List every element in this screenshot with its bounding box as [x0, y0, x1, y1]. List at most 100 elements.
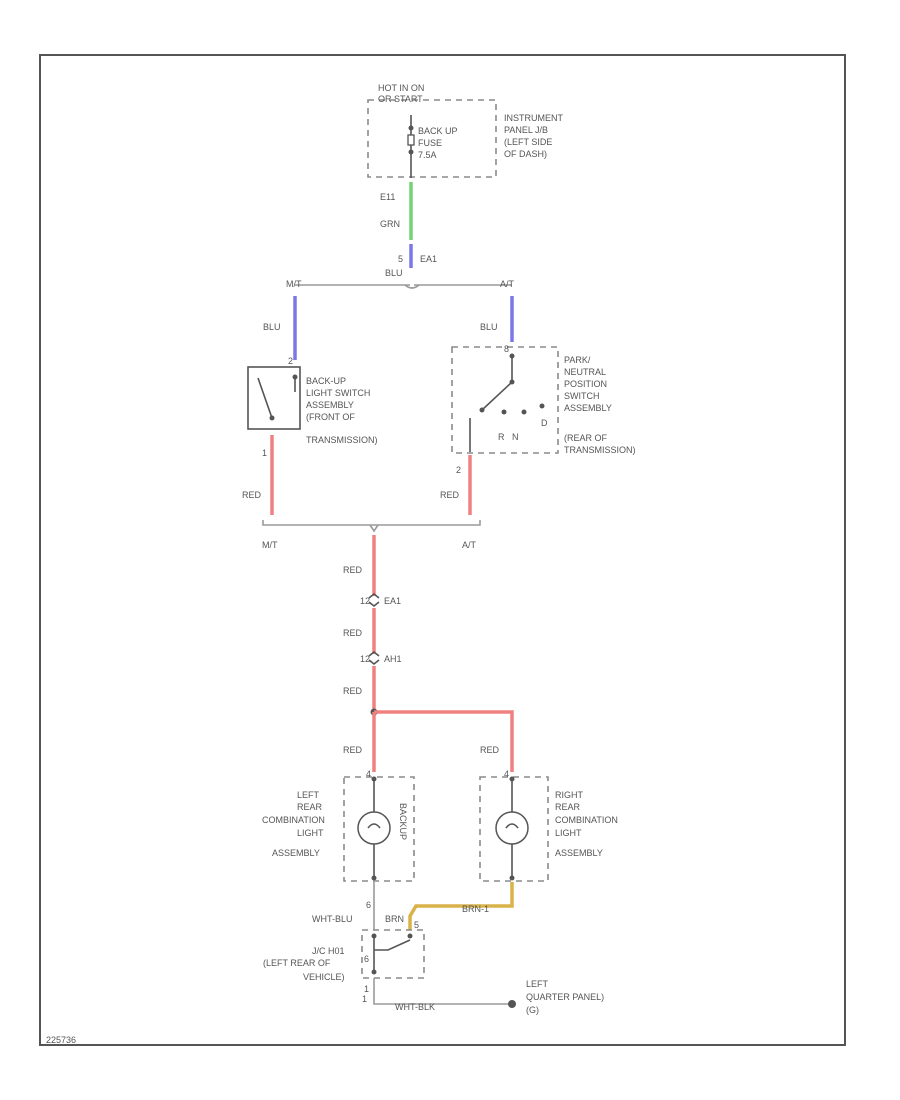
wire-red-main-1-label: RED	[343, 565, 363, 575]
connector-ah1-label: AH1	[384, 654, 402, 664]
wire-blue-mt-label: BLU	[263, 322, 281, 332]
pnp-pin-top: 8	[504, 344, 509, 354]
joint-pin-a: 6	[364, 954, 369, 964]
backup-switch-label-2: LIGHT SWITCH	[306, 388, 370, 398]
right-lamp-wire-label: RED	[480, 745, 500, 755]
fuse-terminal-top	[408, 125, 414, 131]
wire-red-mt-label: RED	[242, 490, 262, 500]
fuse-terminal-bottom	[408, 149, 414, 155]
diagram-code: 225736	[46, 1035, 76, 1045]
backup-switch-label-3: ASSEMBLY	[306, 400, 354, 410]
pnp-label-6: (REAR OF	[564, 433, 608, 443]
park-neutral-switch: 8 R N D PARK/ NEUTRAL POSITION SWITCH AS…	[451, 344, 636, 475]
joint-terminal-b	[407, 933, 413, 939]
joint-terminal-out	[371, 969, 377, 975]
left-lamp-outline	[343, 776, 415, 882]
fuse-location-1: INSTRUMENT	[504, 113, 563, 123]
pnp-label-2: NEUTRAL	[564, 367, 606, 377]
ground-label-1: LEFT	[526, 979, 549, 989]
pnp-pin-bottom: 2	[456, 465, 461, 475]
left-lamp-pin-top: 4	[366, 769, 371, 779]
wire-brown	[408, 882, 514, 930]
connector-ea1-label: EA1	[384, 596, 401, 606]
right-lamp-label-1: RIGHT	[555, 790, 584, 800]
fuse-title-1: HOT IN ON	[378, 83, 424, 93]
left-lamp-label-5: ASSEMBLY	[272, 848, 320, 858]
merge-mt-label: M/T	[262, 540, 278, 550]
ground-point-icon	[508, 1000, 516, 1008]
connector-ea1-symbol	[368, 592, 380, 608]
fuse-block: HOT IN ON OR START BACK UP FUSE 7.5A INS…	[367, 83, 563, 178]
backup-switch-pin-bottom: 1	[262, 448, 267, 458]
connector-ea1-pin: 12	[360, 596, 370, 606]
wire-red-main-2-label: RED	[343, 628, 363, 638]
right-lamp-pin-top: 4	[504, 769, 509, 779]
wire-brown-label: BRN-1	[462, 904, 489, 914]
pnp-contact-2	[501, 409, 507, 415]
pnp-label-1: PARK/	[564, 355, 591, 365]
fuse-name-1: BACK UP	[418, 126, 458, 136]
connector-ea1-top-label: EA1	[420, 254, 437, 264]
wire-red-main-3-label: RED	[343, 686, 363, 696]
pnp-contact-1	[479, 407, 485, 413]
ground-label-3: (G)	[526, 1005, 539, 1015]
merge-at-label: A/T	[462, 540, 477, 550]
wire-brown-pin: 5	[414, 920, 419, 930]
pnp-label-3: POSITION	[564, 379, 607, 389]
joint-connector: 6 1 J/C H01 (LEFT REAR OF VEHICLE)	[263, 929, 425, 994]
backup-switch-label-4: (FRONT OF	[306, 412, 355, 422]
pnp-contact	[481, 381, 513, 411]
left-lamp-side-label: BACKUP	[398, 803, 408, 840]
junction-wire-label: BLU	[385, 268, 403, 278]
wire-blue-at-label: BLU	[480, 322, 498, 332]
pnp-contact-4	[539, 403, 545, 409]
left-rear-combination-light: 4 BACKUP LEFT REAR COMBINATION LIGHT ASS…	[262, 769, 415, 910]
right-lamp-label-4: LIGHT	[555, 828, 582, 838]
pnp-pos-d: D	[541, 418, 548, 428]
ground-label-2: QUARTER PANEL)	[526, 992, 604, 1002]
left-bulb-filament	[367, 823, 381, 829]
right-lamp-label-2: REAR	[555, 802, 581, 812]
connector-ah1-symbol	[368, 650, 380, 666]
right-lamp-label-3: COMBINATION	[555, 815, 618, 825]
fuse-block-outline	[367, 99, 497, 178]
backup-switch-pin-top: 2	[288, 356, 293, 366]
connector-e11-label: E11	[380, 192, 395, 202]
pnp-label-5: ASSEMBLY	[564, 403, 612, 413]
left-lamp-pin-bottom: 6	[366, 900, 371, 910]
wire-red-to-right-lamp	[374, 710, 514, 772]
backup-light-switch: 2 BACK-UP LIGHT SWITCH ASSEMBLY (FRONT O…	[247, 356, 378, 458]
ground-pin-label: 1	[362, 994, 367, 1004]
right-bulb-filament	[505, 823, 519, 829]
pnp-switch-outline	[451, 346, 559, 454]
left-lamp-label-4: LIGHT	[297, 828, 324, 838]
pnp-pos-n: N	[512, 432, 519, 442]
merge-bracket	[262, 520, 481, 526]
fuse-name-2: FUSE	[418, 138, 442, 148]
pnp-label-7: TRANSMISSION)	[564, 445, 636, 455]
fuse-location-3: (LEFT SIDE	[504, 137, 552, 147]
left-lamp-label-1: LEFT	[297, 790, 320, 800]
joint-label-2: (LEFT REAR OF	[263, 958, 331, 968]
left-lamp-wire-label: RED	[343, 745, 363, 755]
right-rear-combination-light: 4 RIGHT REAR COMBINATION LIGHT ASSEMBLY	[479, 769, 618, 882]
left-lamp-terminal-bottom	[371, 875, 377, 881]
split-at-label: A/T	[500, 279, 515, 289]
pnp-pos-r: R	[498, 432, 505, 442]
right-lamp-label-5: ASSEMBLY	[555, 848, 603, 858]
right-lamp-terminal-bottom	[509, 875, 515, 881]
fuse-title-2: OR START	[378, 94, 423, 104]
split-junction-arc	[404, 284, 420, 289]
backup-switch-outline	[247, 366, 301, 430]
joint-label-1: J/C H01	[312, 946, 345, 956]
pin-5-label: 5	[398, 254, 403, 264]
wire-brown-near-label: BRN	[385, 914, 404, 924]
split-mt-label: M/T	[286, 279, 302, 289]
joint-pin-b: 1	[364, 984, 369, 994]
joint-label-3: VEHICLE)	[303, 972, 345, 982]
merge-bracket-tip	[369, 524, 379, 533]
pnp-label-4: SWITCH	[564, 391, 600, 401]
connector-ah1-pin: 12	[360, 654, 370, 664]
left-lamp-label-3: COMBINATION	[262, 815, 325, 825]
